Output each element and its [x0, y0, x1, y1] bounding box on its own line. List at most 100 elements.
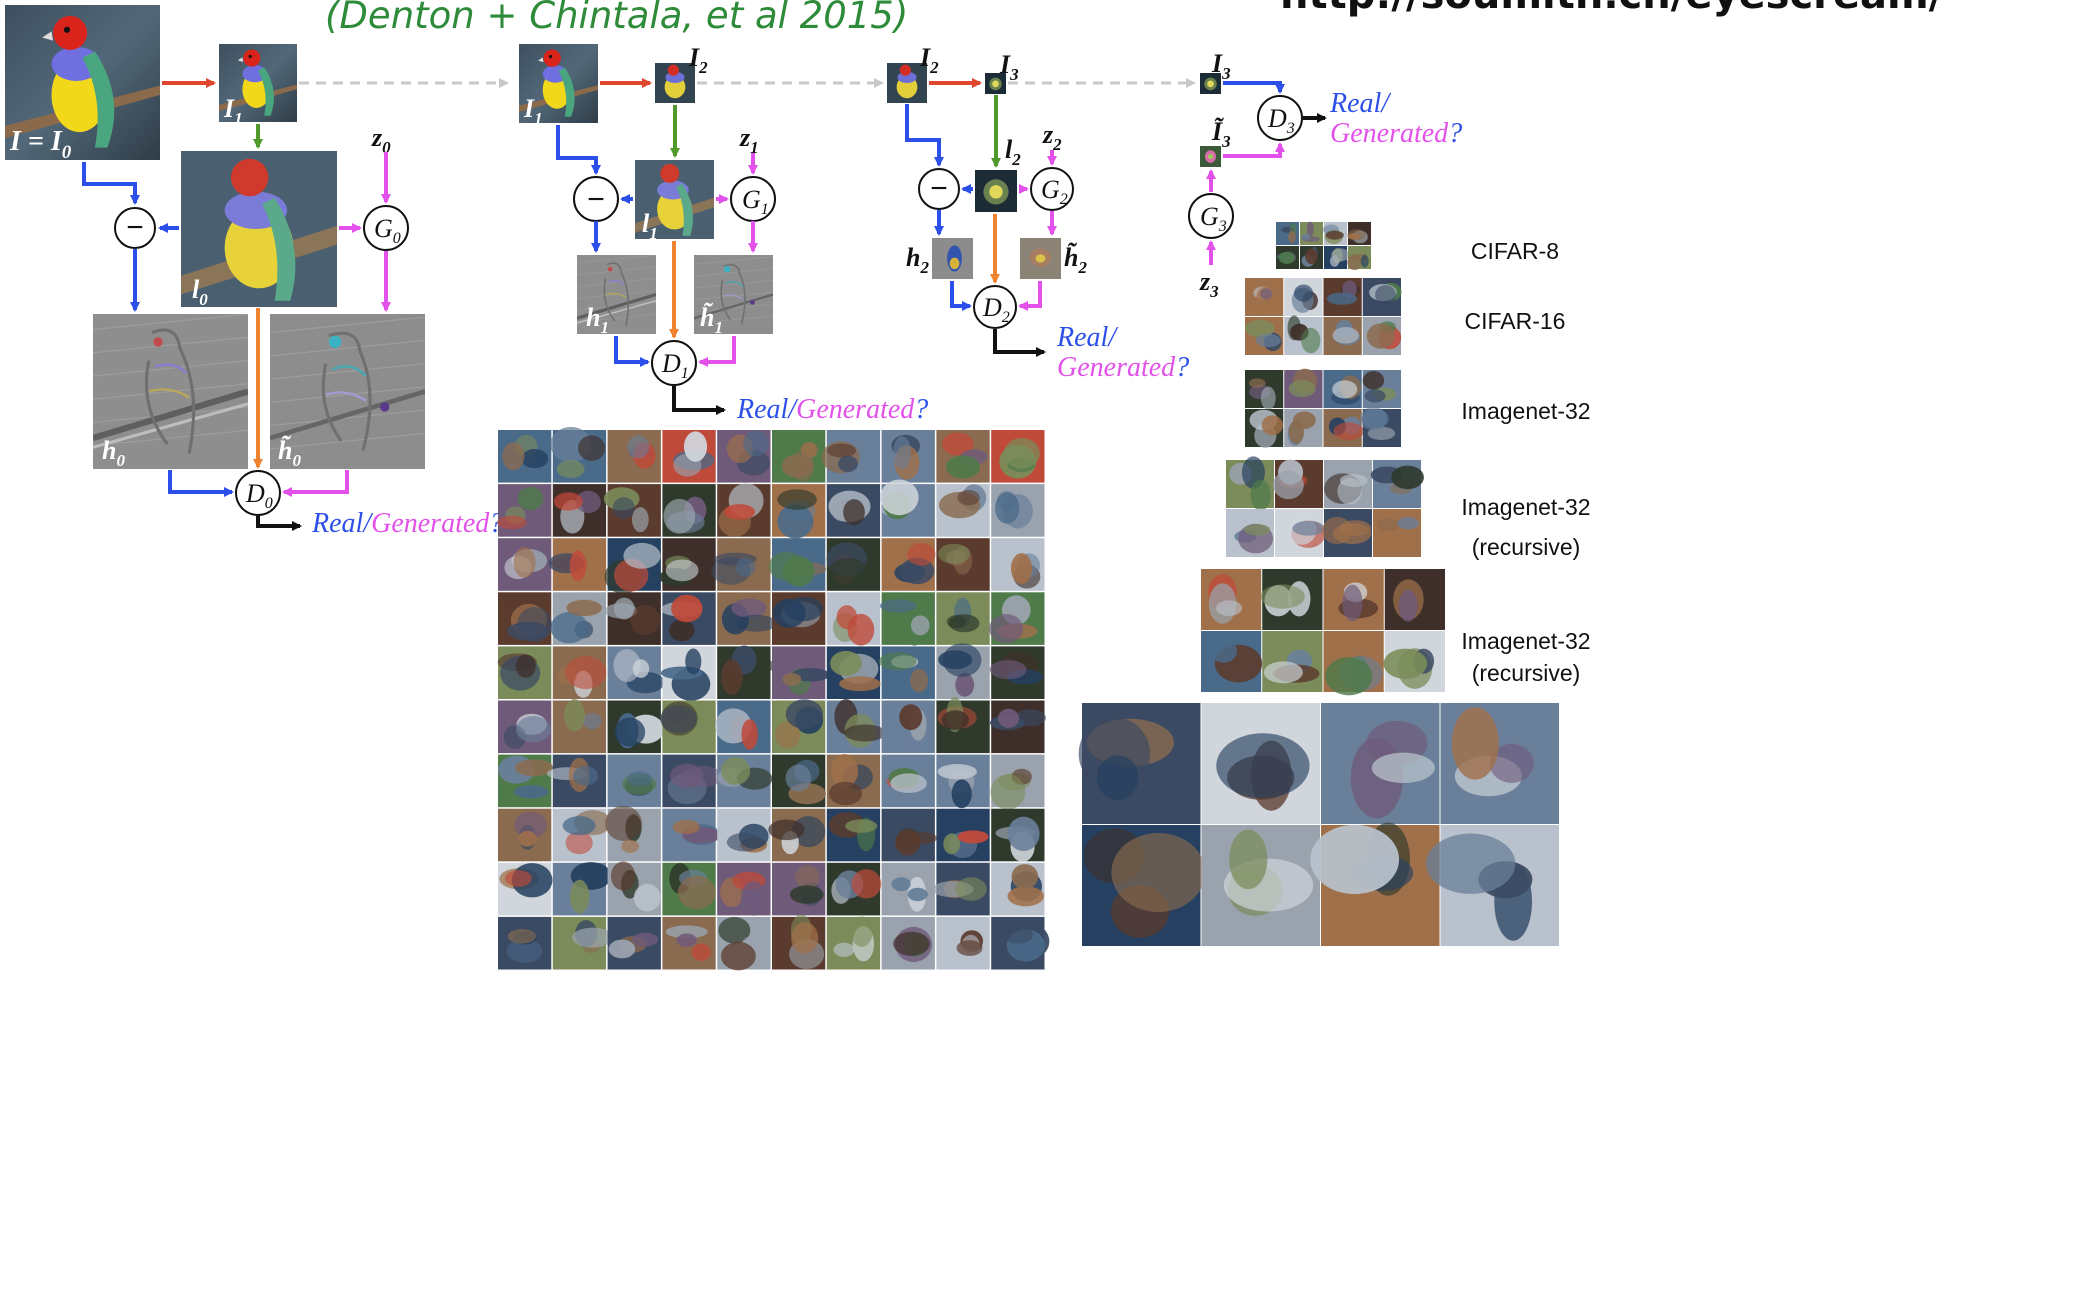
sample-tile: [604, 538, 661, 594]
sample-tile: [880, 479, 935, 537]
pyramid-sample-tile: [1226, 456, 1274, 511]
subtract-node-0: [114, 207, 156, 249]
pyramid-sample-tile: [1245, 278, 1284, 316]
sample-tile: [498, 538, 552, 591]
label-I1-stage1: I1: [523, 94, 543, 128]
generator-node-G3: [1188, 193, 1234, 239]
pyramid-sample-tile: [1362, 278, 1402, 316]
sample-tile: [662, 484, 716, 537]
generator-node-G0: [363, 205, 409, 251]
sample-tile: [660, 592, 716, 645]
arrow-I1-to-subtract: [556, 125, 601, 175]
sample-tile: [936, 754, 990, 809]
pyramid-sample-tile: [1260, 569, 1323, 630]
sample-tile: [660, 700, 716, 754]
label-D0: D0: [245, 479, 273, 512]
pyramid-sample-tile: [1262, 631, 1323, 692]
sample-tile: [605, 805, 661, 862]
sample-tile: [768, 808, 826, 862]
pyramid-sample-tile: [1201, 631, 1263, 692]
pyramid-sample-tile: [1440, 703, 1559, 824]
sample-tile: [881, 916, 935, 970]
sample-tile: [826, 916, 881, 970]
pyramid-sample-tile: [1370, 460, 1424, 508]
label-D2: D2: [982, 293, 1010, 326]
pyramid-sample-tile: [1347, 246, 1371, 271]
pyramid-sample-tile: [1362, 370, 1401, 408]
sample-tile: [878, 646, 935, 699]
label-z2: z2: [1042, 120, 1062, 154]
arrow-D2-output: [993, 329, 1046, 357]
label-G3: G3: [1200, 202, 1227, 235]
pyramid-sample-tile: [1324, 460, 1372, 508]
label-I3-stage3: I3: [1211, 49, 1231, 83]
sample-tile: [662, 754, 723, 808]
sample-tile: [936, 643, 990, 699]
arrow-I2-to-subtract: [905, 104, 944, 167]
sample-tile: [879, 592, 935, 646]
result-label-cifar-16: CIFAR-16: [1464, 308, 1566, 334]
sample-tile: [659, 538, 716, 591]
sample-tile: [717, 808, 771, 862]
pyramid-sample-tile: [1323, 409, 1364, 447]
label-h1: h1: [586, 303, 609, 337]
sample-tile: [552, 484, 607, 537]
output-label-stage-3-real: Real/: [1329, 88, 1391, 119]
label-l1: l1: [642, 209, 658, 243]
sample-tile: [768, 538, 827, 591]
image-l0-upsampled: [181, 151, 337, 307]
pyramid-sample-tile: [1323, 370, 1362, 408]
image-h2: [932, 238, 973, 279]
sample-tile: [936, 430, 990, 483]
sample-tile: [662, 862, 716, 916]
sample-tile: [552, 808, 612, 862]
label-G2: G2: [1041, 175, 1068, 208]
sample-tile: [550, 426, 607, 483]
sample-tile: [552, 646, 607, 699]
label-I2: I2: [688, 43, 708, 77]
label-D1: D1: [661, 349, 689, 382]
sample-tile: [717, 430, 771, 483]
minus-symbol-1: −: [587, 183, 605, 216]
sample-tile: [498, 916, 552, 970]
sample-tile: [826, 808, 881, 862]
arrow-D1-output: [672, 386, 726, 415]
label-I1: I1: [223, 94, 243, 128]
sample-tile: [881, 754, 935, 808]
discriminator-node-D0: [235, 470, 281, 516]
pyramid-sample-tile: [1300, 246, 1323, 269]
sample-tile: [826, 592, 881, 646]
stage-1: I1 I2 l1 h1 h̃1 z1 − G1 D1: [519, 43, 884, 415]
sample-tile: [717, 916, 771, 971]
sample-tile: [546, 754, 607, 808]
output-label-stage-2-real: Real/: [1056, 322, 1118, 353]
sample-tile: [936, 808, 990, 862]
pyramid-sample-tile: [1347, 222, 1371, 245]
sample-tile: [772, 699, 826, 754]
result-label-recursive-a: (recursive): [1471, 534, 1581, 560]
sample-tile: [497, 484, 552, 537]
label-z0: z0: [371, 123, 391, 157]
sample-tile: [498, 700, 552, 754]
image-l2: [975, 170, 1017, 212]
sample-tile: [604, 592, 661, 645]
label-h1-tilde: h̃1: [700, 302, 723, 337]
pyramid-sample-tile: [1078, 703, 1201, 824]
sample-tile: [936, 592, 990, 645]
label-G0: G0: [374, 214, 401, 247]
sample-tile: [498, 430, 552, 483]
pyramid-sample-tile: [1273, 459, 1323, 508]
image-h2-tilde: [1020, 238, 1061, 279]
sample-tile: [772, 914, 826, 970]
sample-tile: [772, 862, 826, 916]
sample-tile: [991, 430, 1045, 483]
sample-tile: [660, 646, 716, 701]
sample-tile: [772, 430, 826, 483]
sample-tile: [991, 862, 1045, 916]
sample-tile: [607, 430, 661, 483]
pyramid-sample-tile: [1284, 409, 1323, 447]
output-label-stage-3-generated: Generated?: [1330, 118, 1462, 149]
sample-tile: [717, 754, 773, 808]
pyramid-sample-tile: [1383, 631, 1445, 692]
